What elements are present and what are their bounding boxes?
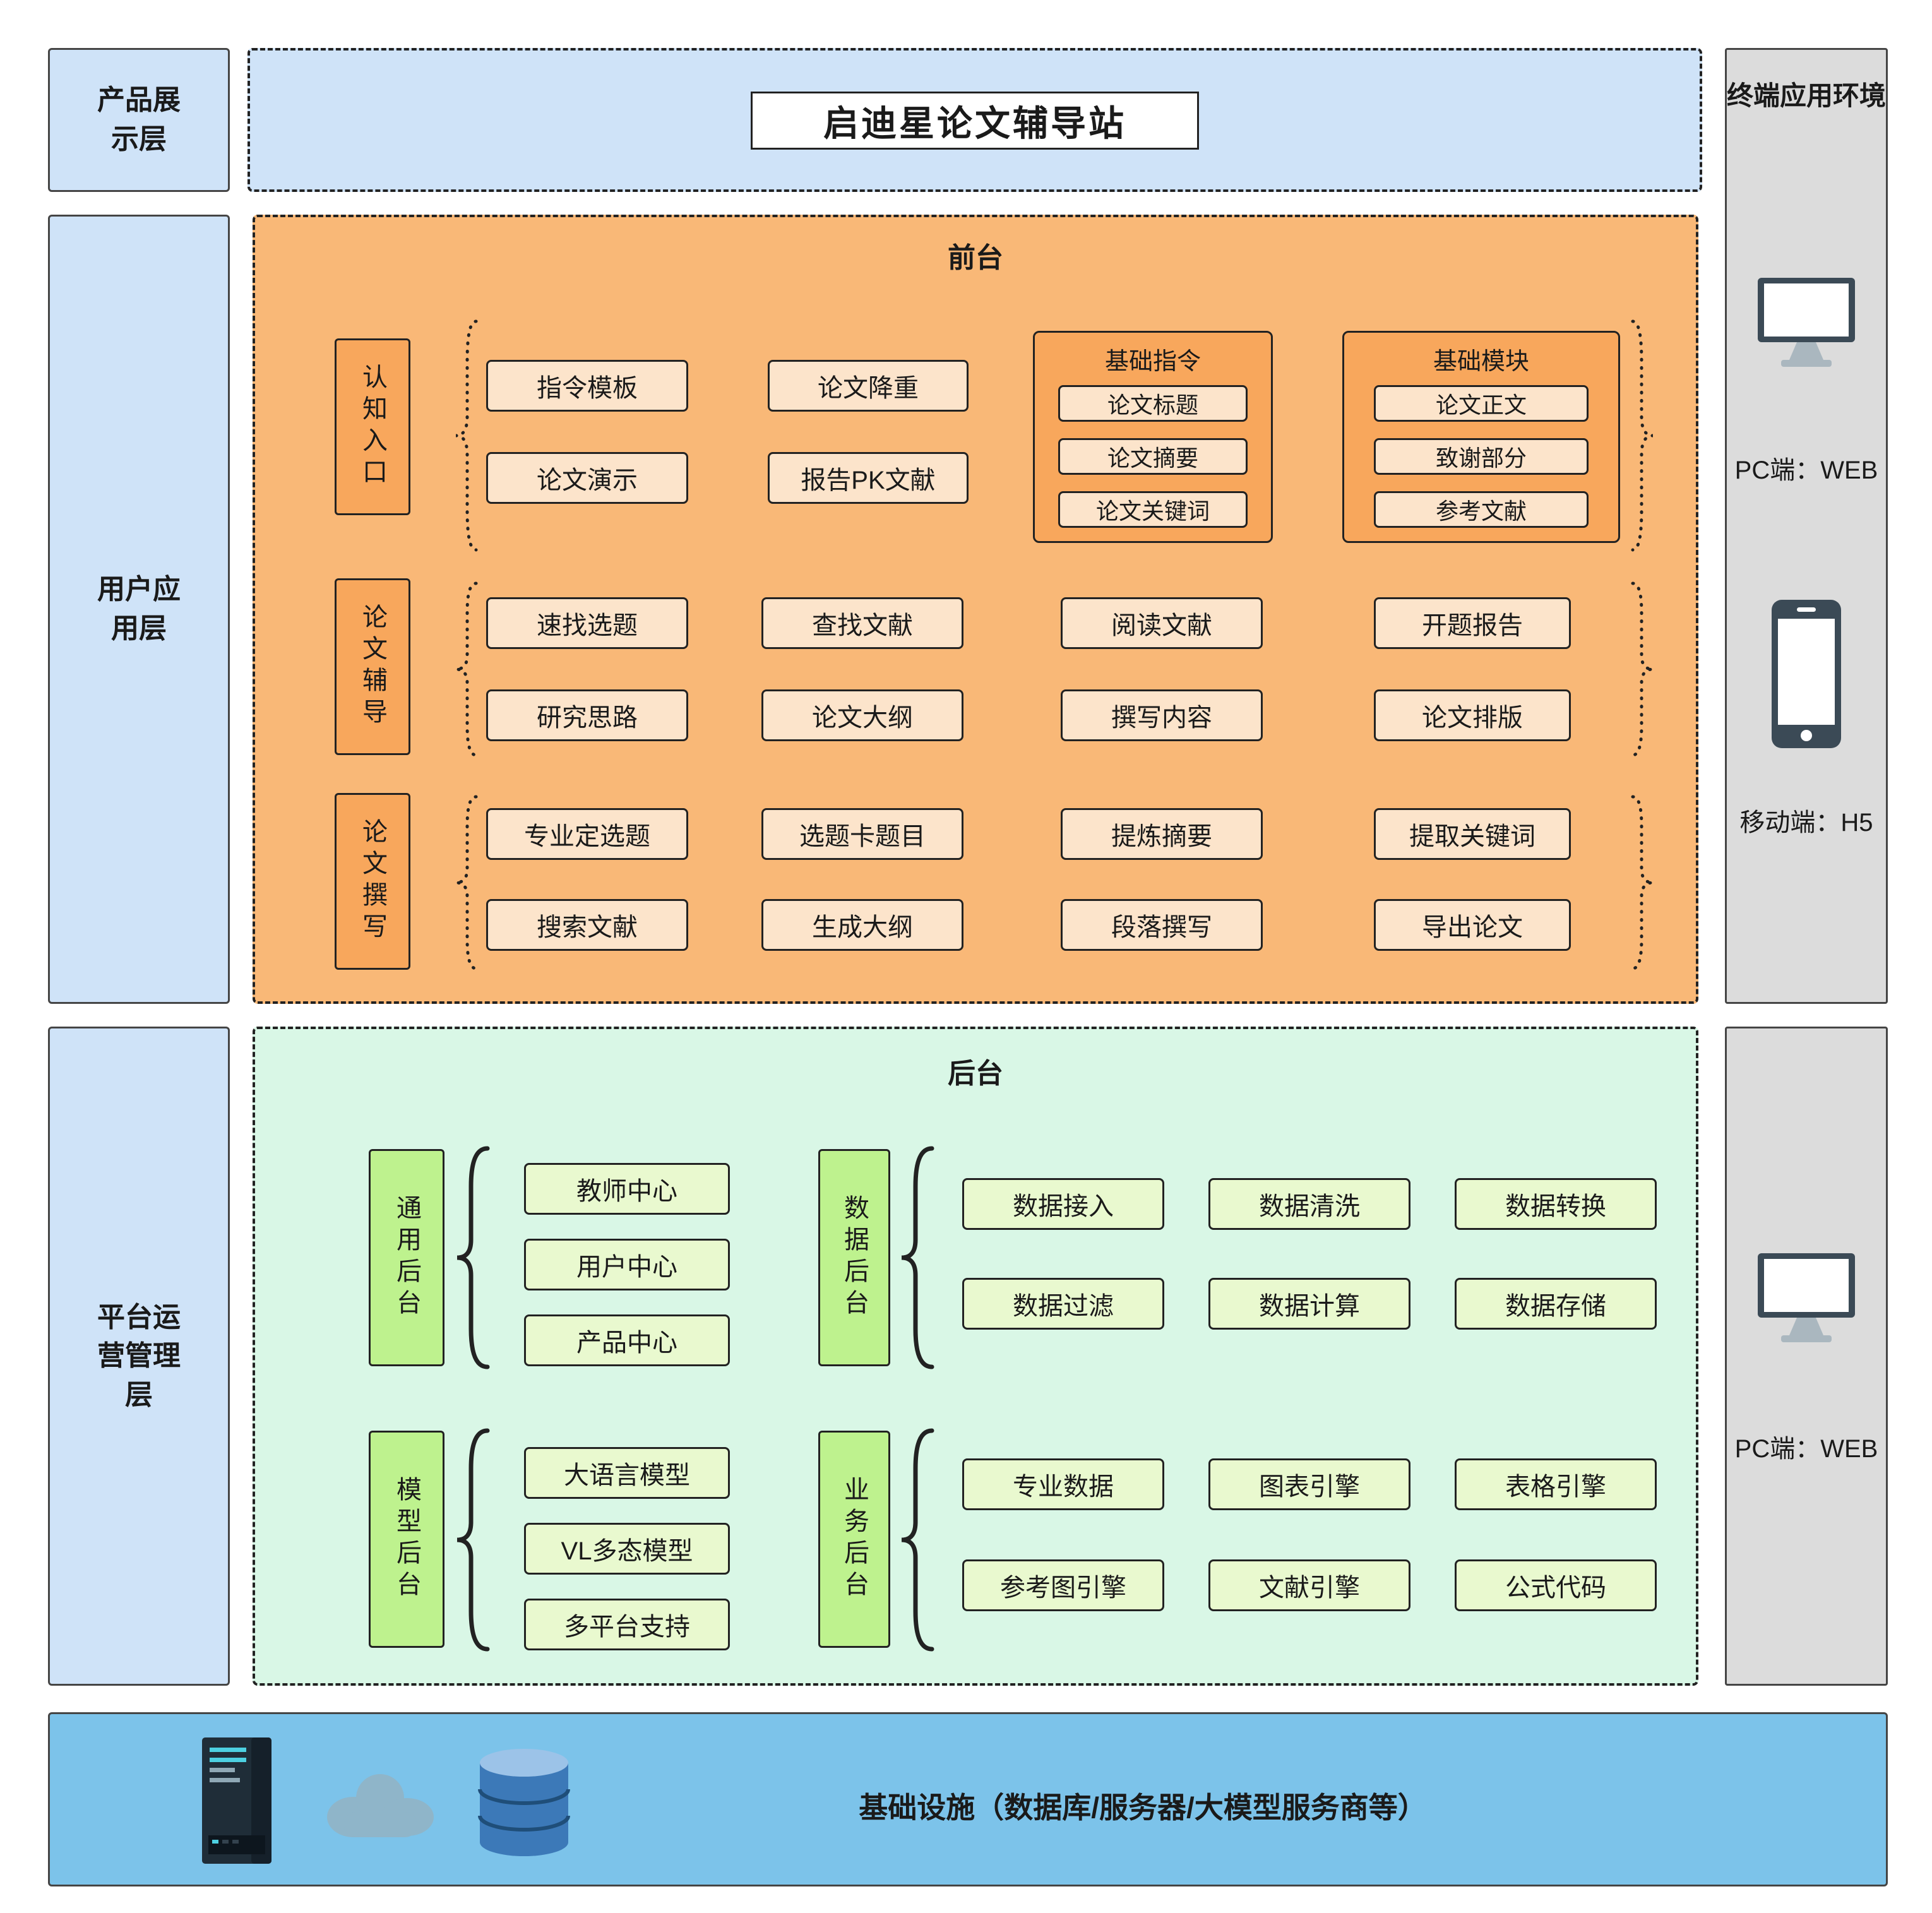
layer-product-display: 产品展示层 [48,48,230,192]
dotted-brace-right-icon [1629,319,1657,552]
back-group-model: 模型后台 [369,1431,444,1648]
node-data-compute: 数据计算 [1208,1278,1410,1330]
node-vl-model: VL多态模型 [524,1523,730,1575]
front-group-paper-tutoring: 论文辅导 [335,578,410,755]
infrastructure-label: 基础设施（数据库/服务器/大模型服务商等） [859,1791,1427,1824]
node-literature-engine: 文献引擎 [1208,1559,1410,1611]
layer-platform-operation-label: 平台运营管理层 [97,1301,181,1410]
back-group-general: 通用后台 [369,1149,444,1366]
node-search-literature: 搜索文献 [486,899,688,951]
node-chart-engine: 图表引擎 [1208,1458,1410,1510]
node-topic-card-title: 选题卡题目 [761,808,963,860]
layer-user-application-label: 用户应用层 [97,574,181,644]
node-multi-platform: 多平台支持 [524,1599,730,1650]
node-find-literature: 查找文献 [761,597,963,649]
terminal-env-panel [1725,48,1888,1004]
cloud-icon [319,1768,442,1840]
node-data-access: 数据接入 [962,1178,1164,1230]
node-instruction-template: 指令模板 [486,360,688,412]
server-icon [202,1737,271,1864]
node-product-center: 产品中心 [524,1314,730,1366]
layer-product-display-label: 产品展示层 [97,85,181,155]
node-user-center: 用户中心 [524,1239,730,1290]
node-table-engine: 表格引擎 [1455,1458,1657,1510]
node-pro-topic-select: 专业定选题 [486,808,688,860]
back-group-business: 业务后台 [818,1431,890,1648]
node-paper-dedup: 论文降重 [768,360,969,412]
node-data-storage: 数据存储 [1455,1278,1657,1330]
dotted-brace-right-icon [1629,581,1657,758]
back-group-data: 数据后台 [818,1149,890,1366]
node-formula-code: 公式代码 [1455,1559,1657,1611]
monitor-icon [1753,278,1860,372]
node-research-idea: 研究思路 [486,689,688,741]
layer-user-application: 用户应用层 [48,215,230,1004]
monitor-icon [1753,1253,1860,1348]
subbox-basic-modules-title: 基础模块 [1433,349,1529,375]
node-paper-abstract: 论文摘要 [1058,438,1248,475]
node-pro-data: 专业数据 [962,1458,1164,1510]
node-read-literature: 阅读文献 [1061,597,1263,649]
front-section-title: 前台 [948,242,1003,273]
node-paper-body: 论文正文 [1374,385,1589,422]
admin-pc-web-label: PC端：WEB [1734,1435,1878,1463]
node-paper-outline: 论文大纲 [761,689,963,741]
node-references: 参考文献 [1374,491,1589,528]
dotted-brace-left-icon [452,581,480,758]
product-title-label: 启迪星论文辅导站 [823,103,1126,143]
brace-icon [897,1428,937,1652]
node-teacher-center: 教师中心 [524,1163,730,1215]
node-paper-keywords: 论文关键词 [1058,491,1248,528]
front-group-paper-writing: 论文撰写 [335,793,410,970]
node-extract-abstract: 提炼摘要 [1061,808,1263,860]
node-extract-keywords: 提取关键词 [1374,808,1571,860]
terminal-mobile-h5-label: 移动端：H5 [1739,809,1873,837]
brace-icon [452,1428,492,1652]
node-paragraph-writing: 段落撰写 [1061,899,1263,951]
node-generate-outline: 生成大纲 [761,899,963,951]
node-export-paper: 导出论文 [1374,899,1571,951]
node-ref-image-engine: 参考图引擎 [962,1559,1164,1611]
node-quick-topic: 速找选题 [486,597,688,649]
dotted-brace-left-icon [452,319,480,552]
node-paper-title: 论文标题 [1058,385,1248,422]
node-paper-demo: 论文演示 [486,452,688,504]
node-llm-model: 大语言模型 [524,1447,730,1499]
node-data-filter: 数据过滤 [962,1278,1164,1330]
database-icon [474,1746,575,1859]
back-section-title: 后台 [948,1058,1003,1089]
brace-icon [452,1146,492,1369]
node-acknowledgement: 致谢部分 [1374,438,1589,475]
terminal-env-title: 终端应用环境 [1726,81,1886,110]
smartphone-icon [1772,600,1841,748]
node-proposal-report: 开题报告 [1374,597,1571,649]
dotted-brace-right-icon [1629,794,1657,971]
layer-platform-operation: 平台运营管理层 [48,1027,230,1686]
admin-env-panel [1725,1027,1888,1686]
subbox-basic-instructions-title: 基础指令 [1104,349,1201,375]
product-title: 启迪星论文辅导站 [751,92,1199,150]
node-data-clean: 数据清洗 [1208,1178,1410,1230]
node-write-content: 撰写内容 [1061,689,1263,741]
node-report-pk-literature: 报告PK文献 [768,452,969,504]
node-data-transform: 数据转换 [1455,1178,1657,1230]
front-group-cognitive-entry: 认知入口 [335,338,410,515]
dotted-brace-left-icon [452,794,480,971]
terminal-pc-web-label: PC端：WEB [1734,456,1878,484]
node-paper-layout: 论文排版 [1374,689,1571,741]
brace-icon [897,1146,937,1369]
